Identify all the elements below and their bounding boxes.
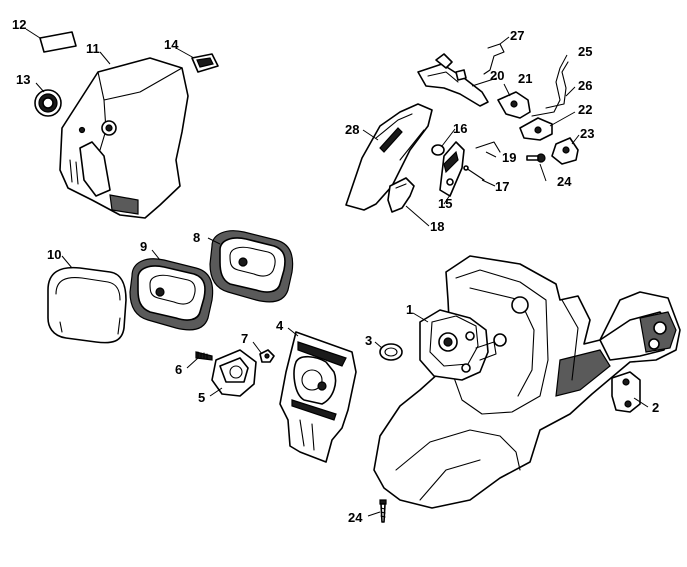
part-11-shroud-cover (59, 57, 189, 219)
callout-27: 27 (510, 28, 524, 43)
callout-25: 25 (578, 44, 592, 59)
callout-8: 8 (193, 230, 200, 245)
callout-7: 7 (241, 331, 248, 346)
part-5-bracket (211, 349, 257, 397)
callout-20: 20 (490, 68, 504, 83)
part-9-air-filter (129, 258, 214, 331)
part-21-lever (497, 91, 531, 119)
callout-26: 26 (578, 78, 592, 93)
part-23-lever (551, 137, 579, 165)
part-28-handle (345, 103, 433, 211)
callout-15: 15 (438, 196, 452, 211)
callout-4: 4 (276, 318, 284, 333)
part-24-screw-top (526, 153, 546, 163)
callout-2: 2 (652, 400, 659, 415)
part-8-air-filter (209, 230, 294, 303)
part-3-grommet (379, 343, 403, 361)
callout-12: 12 (12, 17, 26, 32)
part-26-spring (545, 61, 569, 109)
part-10-filter-ring (47, 266, 127, 344)
callout-1: 1 (406, 302, 413, 317)
part-20-trigger (417, 53, 489, 107)
callout-18: 18 (430, 219, 444, 234)
callout-16: 16 (453, 121, 467, 136)
callout-24-bottom: 24 (348, 510, 363, 525)
callout-24-top: 24 (557, 174, 572, 189)
part-4-filter-base (279, 331, 357, 463)
part-15-lock-lever (439, 141, 465, 197)
part-16-ring (431, 144, 445, 156)
part-22-lever (519, 117, 553, 141)
callout-22: 22 (578, 102, 592, 117)
part-7-nut (259, 349, 275, 363)
part-6-screw (195, 351, 213, 361)
callout-21: 21 (518, 71, 532, 86)
callout-labels: 12 11 13 14 27 25 20 21 26 22 23 28 16 1… (12, 17, 659, 525)
part-25-spring (531, 67, 561, 117)
callout-5: 5 (198, 390, 205, 405)
part-24-screw-bottom (379, 499, 387, 523)
callout-19: 19 (502, 150, 516, 165)
callout-9: 9 (140, 239, 147, 254)
part-27-rod (483, 43, 505, 75)
part-19-rod (475, 141, 501, 153)
callout-17: 17 (495, 179, 509, 194)
part-12-label (39, 31, 77, 53)
part-13-knob (34, 89, 62, 117)
callout-28: 28 (345, 122, 359, 137)
callout-11: 11 (86, 41, 100, 56)
callout-6: 6 (175, 362, 182, 377)
callout-14: 14 (164, 37, 179, 52)
part-18-trigger-lock (387, 177, 415, 213)
part-1-carburetor (419, 309, 497, 381)
callout-13: 13 (16, 72, 30, 87)
part-2-bracket (611, 371, 641, 413)
callout-23: 23 (580, 126, 594, 141)
part-17-pin (463, 165, 485, 181)
part-14-clip (191, 53, 219, 73)
callout-10: 10 (47, 247, 61, 262)
leader-lines (25, 28, 649, 517)
callout-3: 3 (365, 333, 372, 348)
